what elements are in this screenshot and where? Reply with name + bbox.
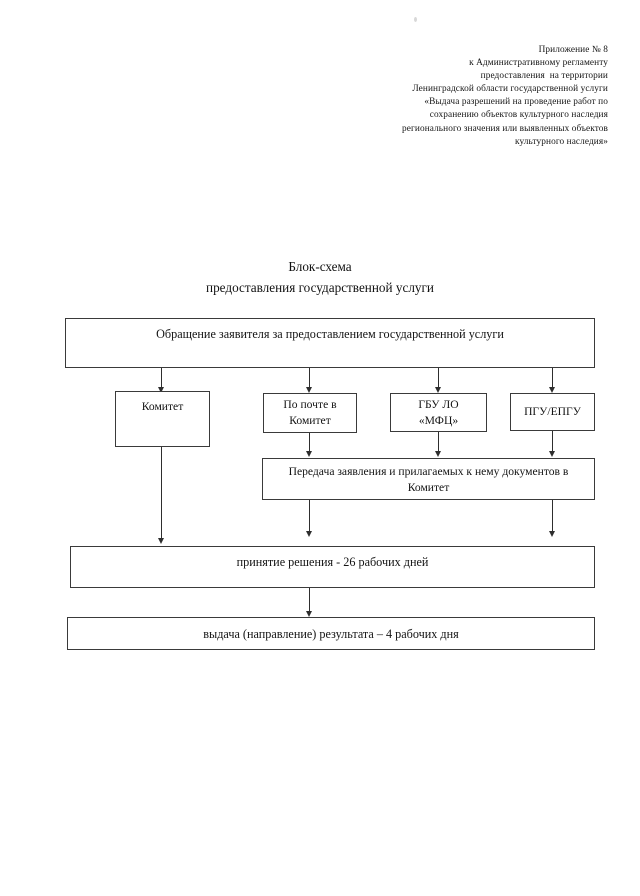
connector-transfer-to-decision-left [309, 500, 311, 532]
node-pgu-label: ПГУ/ЕПГУ [524, 405, 581, 418]
arrowhead-transfer-right [549, 451, 555, 457]
header-line-2: к Административному регламенту [469, 58, 608, 69]
connector-application-to-bymail [309, 368, 311, 388]
connector-application-to-pgu [552, 368, 554, 388]
node-by-mail-label: По почте в Комитет [283, 398, 337, 427]
connector-application-to-mfc [438, 368, 440, 388]
node-pgu: ПГУ/ЕПГУ [510, 393, 595, 431]
document-header: Приложение № 8 к Административному регла… [300, 44, 608, 149]
arrowhead-decision-mid [306, 531, 312, 537]
scan-artifact-speck [414, 17, 417, 22]
node-decision: принятие решения - 26 рабочих дней [70, 546, 595, 588]
header-line-5: «Выдача разрешений на проведение работ п… [424, 97, 608, 108]
node-result-label: выдача (направление) результата – 4 рабо… [203, 626, 459, 641]
connector-committee-to-decision [161, 447, 163, 539]
node-transfer-label: Передача заявления и прилагаемых к нему … [288, 465, 569, 494]
connector-mfc-to-transfer [438, 432, 440, 452]
node-mfc: ГБУ ЛО «МФЦ» [390, 393, 487, 432]
arrowhead-transfer-left [306, 451, 312, 457]
node-decision-label: принятие решения - 26 рабочих дней [236, 555, 429, 569]
node-transfer: Передача заявления и прилагаемых к нему … [262, 458, 595, 500]
node-committee: Комитет [115, 391, 210, 447]
arrowhead-committee [158, 387, 164, 393]
node-application-label: Обращение заявителя за предоставлением г… [156, 327, 504, 341]
title-line-1: Блок-схема [288, 259, 352, 274]
node-committee-label: Комитет [141, 400, 184, 413]
arrowhead-decision-left [158, 538, 164, 544]
connector-pgu-to-transfer [552, 431, 554, 452]
header-line-7: регионального значения или выявленных об… [402, 123, 608, 134]
arrowhead-pgu [549, 387, 555, 393]
arrowhead-transfer-mid [435, 451, 441, 457]
title-line-2: предоставления государственной услуги [206, 280, 434, 295]
connector-application-to-committee [161, 368, 163, 388]
header-line-6: сохранению объектов культурного наследия [429, 110, 608, 121]
connector-bymail-to-transfer [309, 433, 311, 452]
node-result: выдача (направление) результата – 4 рабо… [67, 617, 595, 650]
arrowhead-result [306, 611, 312, 617]
arrowhead-decision-right [549, 531, 555, 537]
connector-decision-to-result [309, 588, 311, 612]
header-line-4: Ленинградской области государственной ус… [412, 84, 608, 95]
node-mfc-label: ГБУ ЛО «МФЦ» [418, 397, 459, 427]
arrowhead-bymail [306, 387, 312, 393]
page-title: Блок-схема предоставления государственно… [0, 256, 640, 298]
connector-transfer-to-decision-right [552, 500, 554, 532]
node-by-mail: По почте в Комитет [263, 393, 357, 433]
node-application: Обращение заявителя за предоставлением г… [65, 318, 595, 368]
arrowhead-mfc [435, 387, 441, 393]
header-line-8: культурного наследия» [514, 136, 608, 147]
header-line-1: Приложение № 8 [538, 45, 608, 55]
header-line-3: предоставления на территории [480, 71, 608, 82]
